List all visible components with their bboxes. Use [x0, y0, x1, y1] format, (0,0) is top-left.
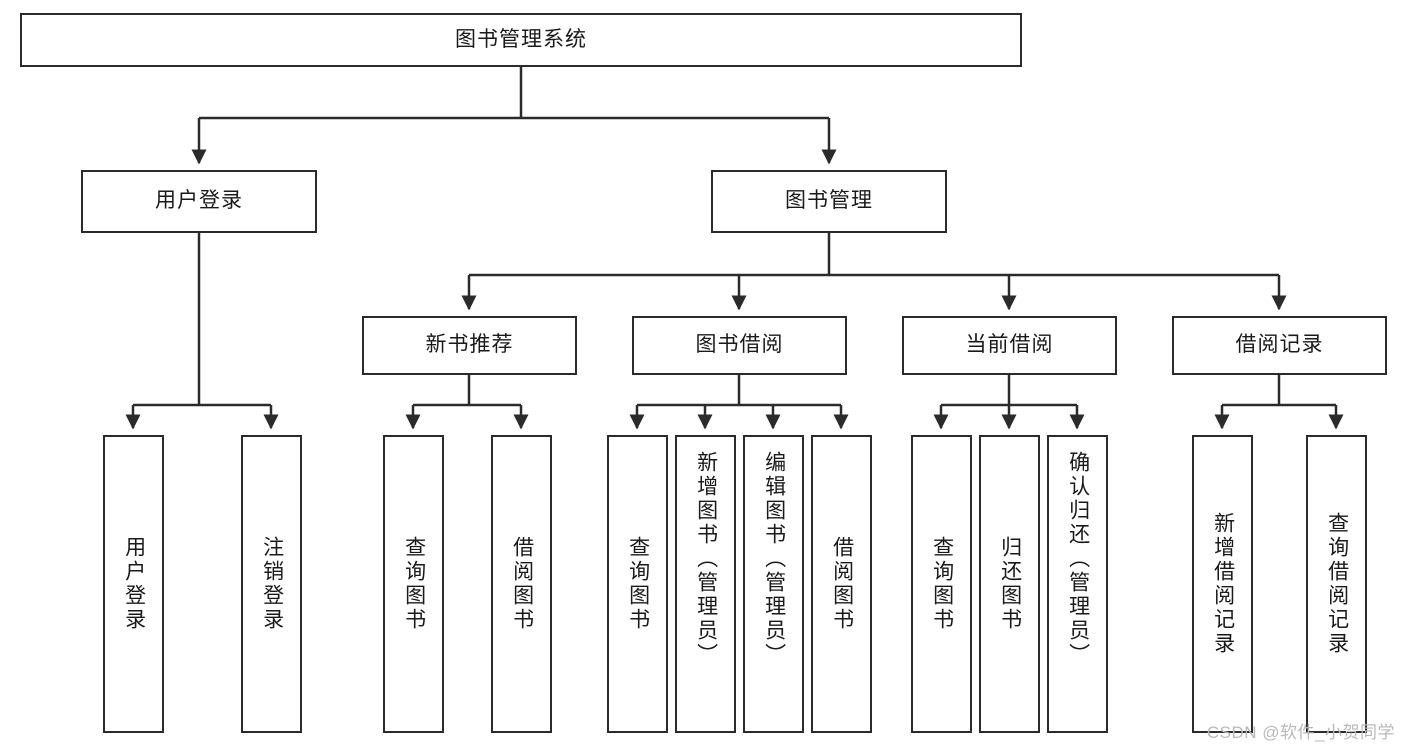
node-user-login[interactable]: 用户登录 — [81, 170, 317, 233]
node-root-book-management-system[interactable]: 图书管理系统 — [20, 13, 1022, 67]
node-label: 用户登录 — [122, 536, 146, 632]
csdn-watermark: CSDN @软件_小贺同学 — [1206, 723, 1395, 742]
node-label: 当前借阅 — [965, 333, 1054, 357]
node-leaf-query-book-borrow[interactable]: 查询图书 — [607, 435, 668, 733]
node-borrow-records[interactable]: 借阅记录 — [1172, 316, 1387, 375]
node-label: 新增借阅记录 — [1211, 512, 1235, 656]
node-book-management[interactable]: 图书管理 — [711, 170, 947, 233]
node-leaf-query-book-recommend[interactable]: 查询图书 — [383, 435, 444, 733]
node-label: 归还图书 — [998, 536, 1022, 632]
node-label: 借阅图书 — [830, 536, 854, 632]
node-label: 查询借阅记录 — [1325, 512, 1349, 656]
node-leaf-query-book-current[interactable]: 查询图书 — [911, 435, 972, 733]
node-label: 查询图书 — [402, 536, 426, 632]
node-label: 借阅图书 — [510, 536, 534, 632]
node-label: 编辑图书（管理员） — [762, 451, 786, 667]
node-label: 图书管理系统 — [455, 27, 587, 51]
node-label: 确认归还（管理员） — [1066, 451, 1090, 667]
node-label: 借阅记录 — [1235, 333, 1324, 357]
node-label: 用户登录 — [155, 189, 243, 213]
node-label: 查询图书 — [930, 536, 954, 632]
node-current-borrow[interactable]: 当前借阅 — [902, 316, 1117, 375]
node-leaf-add-book-admin[interactable]: 新增图书（管理员） — [675, 435, 736, 733]
node-leaf-logout[interactable]: 注销登录 — [241, 435, 302, 733]
node-label: 图书借阅 — [695, 333, 784, 357]
node-leaf-edit-book-admin[interactable]: 编辑图书（管理员） — [743, 435, 804, 733]
node-label: 图书管理 — [785, 189, 873, 213]
node-leaf-borrow-book-recommend[interactable]: 借阅图书 — [491, 435, 552, 733]
node-book-borrow[interactable]: 图书借阅 — [632, 316, 847, 375]
node-leaf-query-borrow-record[interactable]: 查询借阅记录 — [1306, 435, 1367, 733]
node-label: 查询图书 — [626, 536, 650, 632]
node-leaf-confirm-return-admin[interactable]: 确认归还（管理员） — [1047, 435, 1108, 733]
node-label: 新书推荐 — [425, 333, 514, 357]
node-new-book-recommend[interactable]: 新书推荐 — [362, 316, 577, 375]
node-leaf-borrow-book[interactable]: 借阅图书 — [811, 435, 872, 733]
node-leaf-return-book[interactable]: 归还图书 — [979, 435, 1040, 733]
node-label: 新增图书（管理员） — [694, 451, 718, 667]
node-leaf-user-login[interactable]: 用户登录 — [103, 435, 164, 733]
node-label: 注销登录 — [260, 536, 284, 632]
node-leaf-add-borrow-record[interactable]: 新增借阅记录 — [1192, 435, 1253, 733]
